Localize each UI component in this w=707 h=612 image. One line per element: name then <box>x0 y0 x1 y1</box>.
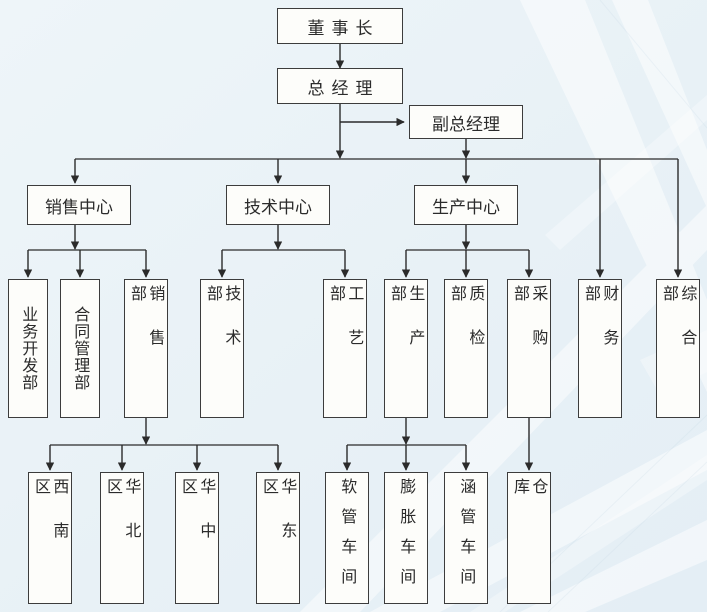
node-craft-dept[interactable]: 工艺部 <box>323 279 367 418</box>
node-sales-dept[interactable]: 销售部 <box>124 279 168 418</box>
node-workshop-hose[interactable]: 软管车间 <box>325 472 369 604</box>
node-general-affairs-dept[interactable]: 综合部 <box>656 279 700 418</box>
node-region-southwest[interactable]: 西南区 <box>28 472 72 604</box>
node-production-dept[interactable]: 生产部 <box>384 279 428 418</box>
node-chairman[interactable]: 董事长 <box>277 8 403 44</box>
node-tech-center[interactable]: 技术中心 <box>226 185 330 225</box>
node-sales-center[interactable]: 销售中心 <box>27 185 131 225</box>
node-general-manager[interactable]: 总经理 <box>277 68 403 104</box>
node-purchasing-dept[interactable]: 采购部 <box>507 279 551 418</box>
node-contract-mgmt-dept[interactable]: 合同管理部 <box>60 279 100 418</box>
node-tech-dept[interactable]: 技术部 <box>200 279 244 418</box>
node-warehouse[interactable]: 仓库 <box>507 472 551 604</box>
node-quality-dept[interactable]: 质检部 <box>444 279 488 418</box>
node-region-north[interactable]: 华北区 <box>100 472 144 604</box>
node-region-central[interactable]: 华中区 <box>175 472 219 604</box>
node-deputy-general-manager[interactable]: 副总经理 <box>409 105 523 139</box>
node-production-center[interactable]: 生产中心 <box>414 185 518 225</box>
node-finance-dept[interactable]: 财务部 <box>578 279 622 418</box>
node-business-dev-dept[interactable]: 业务开发部 <box>8 279 48 418</box>
node-workshop-expansion[interactable]: 膨胀车间 <box>384 472 428 604</box>
node-region-east[interactable]: 华东区 <box>256 472 300 604</box>
node-workshop-culvert[interactable]: 涵管车间 <box>444 472 488 604</box>
